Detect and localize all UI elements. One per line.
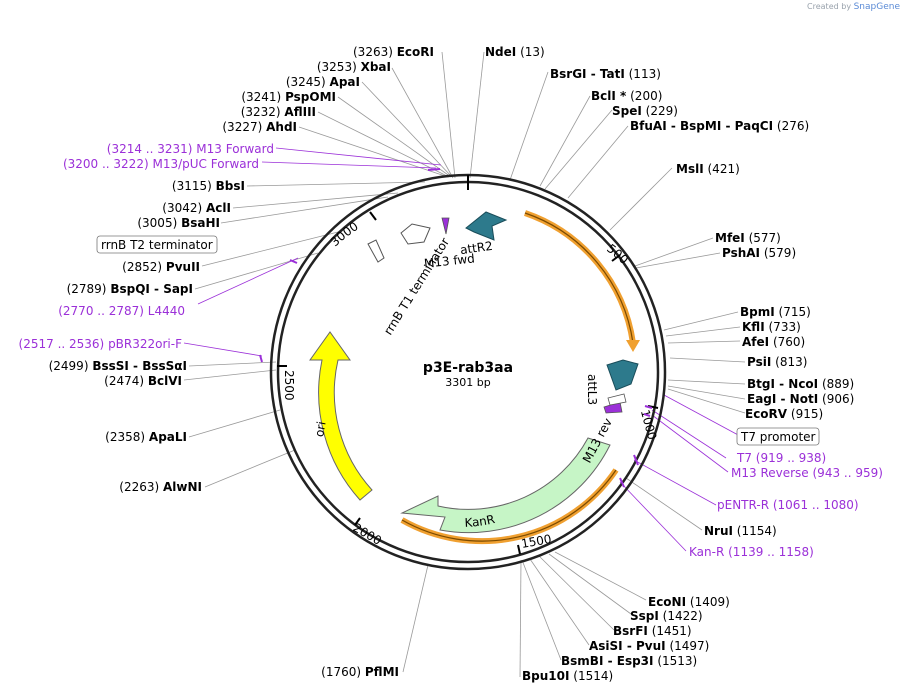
leader-lines <box>183 51 746 678</box>
t7-promoter-label: T7 promoter <box>740 430 816 444</box>
tick-label-2000: 2000 <box>351 520 384 547</box>
enzyme-label: BsmBI - Esp3I (1513) <box>561 654 697 668</box>
enzyme-label: BsrFI (1451) <box>613 624 692 638</box>
enzyme-label: (3232) AflIII <box>241 105 316 119</box>
enzyme-label: BpmI (715) <box>740 305 811 319</box>
small-feature-arrow <box>607 393 627 406</box>
enzyme-label: BfuAI - BspMI - PaqCI (276) <box>630 119 809 133</box>
enzyme-label: (2852) PvuII <box>122 260 200 274</box>
m13fwd-label: M13 fwd <box>423 251 475 270</box>
ori-arrow <box>309 331 373 501</box>
credit-prefix: Created by <box>807 2 852 11</box>
enzyme-label: BsrGI - TatI (113) <box>550 67 661 81</box>
enzyme-label: NruI (1154) <box>704 524 777 538</box>
attL3-arrow <box>606 359 639 391</box>
enzyme-label: SpeI (229) <box>612 104 678 118</box>
tick-marks <box>277 211 659 555</box>
enzyme-label: (3042) AclI <box>162 201 231 215</box>
attR2-label: attR2 <box>459 239 493 257</box>
primer-label: T7 (919 .. 938) <box>736 451 826 465</box>
primer-label: (3200 .. 3222) M13/pUC Forward <box>63 157 259 171</box>
enzyme-label: PshAI (579) <box>722 246 796 260</box>
enzyme-label: (3253) XbaI <box>317 60 391 74</box>
primer-leader-lines <box>183 147 741 552</box>
enzyme-label: AfeI (760) <box>742 335 805 349</box>
enzyme-label: MfeI (577) <box>715 231 781 245</box>
m13fwd-arrow <box>441 217 450 235</box>
plasmid-size: 3301 bp <box>445 376 490 389</box>
primer-label: pENTR-R (1061 .. 1080) <box>717 498 859 512</box>
primer-label: (2770 .. 2787) L4440 <box>58 304 185 318</box>
enzyme-label: (3227) AhdI <box>222 120 297 134</box>
feature-orange-arc-top <box>524 210 636 344</box>
enzyme-label: Bpu10I (1514) <box>522 669 613 683</box>
enzyme-label: BtgI - NcoI (889) <box>747 377 854 391</box>
enzyme-label: (1760) PflMI <box>321 665 399 679</box>
enzyme-label: BclI * (200) <box>591 89 662 103</box>
enzyme-label: EcoNI (1409) <box>648 595 730 609</box>
enzyme-label: PsiI (813) <box>747 355 807 369</box>
tick-label-3000: 3000 <box>328 219 361 249</box>
enzyme-label: EagI - NotI (906) <box>747 392 854 406</box>
kanr-arrow <box>400 437 611 534</box>
primer-marks <box>259 168 653 488</box>
ori-label: ori <box>312 420 328 438</box>
enzyme-label: (3241) PspOMI <box>241 90 336 104</box>
enzyme-label: (3263) EcoRI <box>353 45 434 59</box>
primer-label: Kan-R (1139 .. 1158) <box>689 545 814 559</box>
tick-label-2500: 2500 <box>282 370 296 401</box>
enzyme-label: (2789) BspQI - SapI <box>67 282 193 296</box>
enzyme-label: (2499) BssSI - BssSαI <box>49 359 187 373</box>
rrnb-t2-label: rrnB T2 terminator <box>101 238 213 252</box>
rrnb-t1-label: rrnB T1 terminator <box>381 235 452 337</box>
plasmid-name: p3E-rab3aa <box>423 360 513 376</box>
primer-labels: (3214 .. 3231) M13 Forward (3200 .. 3222… <box>19 142 883 559</box>
enzyme-label: AsiSI - PvuI (1497) <box>589 639 709 653</box>
rrnb-t2-arrow <box>400 223 431 245</box>
feature-orange-arc-top-core <box>524 212 634 344</box>
enzyme-label: (2474) BclVI <box>104 374 182 388</box>
attR2-arrow <box>465 211 508 241</box>
enzyme-label: (2358) ApaLI <box>105 430 187 444</box>
enzyme-label: MslI (421) <box>676 162 740 176</box>
enzyme-label: (3005) BsaHI <box>137 216 220 230</box>
snapgene-logo: SnapGene <box>853 2 900 12</box>
attL3-label: attL3 <box>585 374 599 405</box>
enzyme-label: (2263) AlwNI <box>119 480 202 494</box>
primer-label: M13 Reverse (943 .. 959) <box>731 466 883 480</box>
snapgene-credit: Created by SnapGene <box>807 2 900 12</box>
enzyme-label: SspI (1422) <box>630 609 703 623</box>
orange-arc-top-arrowhead <box>626 340 640 352</box>
primer-label: (2517 .. 2536) pBR322ori-F <box>19 337 183 351</box>
kanr-label: KanR <box>464 512 496 530</box>
primer-label: (3214 .. 3231) M13 Forward <box>107 142 274 156</box>
feature-orange-arc-bottom-core <box>401 469 617 542</box>
rrnb-t2-box <box>96 235 218 254</box>
rrnb-t1-arrow <box>367 239 385 263</box>
t7-promoter-box <box>736 427 820 446</box>
enzyme-label: NdeI (13) <box>485 45 545 59</box>
enzyme-label: (3115) BbsI <box>172 179 245 193</box>
enzyme-labels: (3263) EcoRI NdeI (13) (3253) XbaI BsrGI… <box>49 45 855 683</box>
enzyme-label: (3245) ApaI <box>286 75 360 89</box>
enzyme-label: KflI (733) <box>742 320 801 334</box>
enzyme-label: EcoRV (915) <box>745 407 823 421</box>
